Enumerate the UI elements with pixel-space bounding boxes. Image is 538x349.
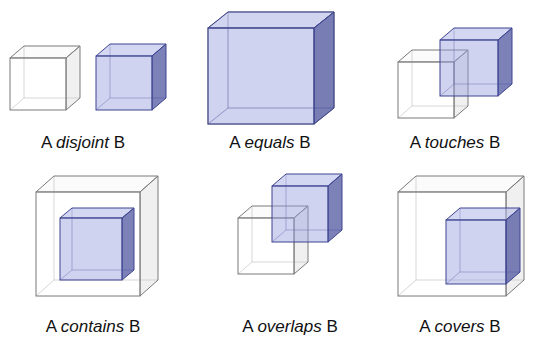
cube-a-side	[140, 176, 158, 296]
cube-a-front	[36, 192, 140, 296]
cube-b-side	[122, 208, 134, 280]
cube-a-top	[398, 176, 524, 192]
relation-caption: A equals B	[229, 133, 310, 153]
relation-caption: A contains B	[46, 317, 141, 337]
cube-a-side	[314, 12, 334, 124]
cube-b-side	[328, 174, 342, 242]
cube-b-side	[498, 28, 512, 96]
cube-b-front	[208, 28, 314, 124]
relation-caption: A disjoint B	[41, 133, 125, 153]
cube-a-side	[506, 176, 524, 296]
relation-caption: A covers B	[419, 317, 500, 337]
cube-b-front	[440, 40, 498, 96]
relation-caption: A touches B	[410, 133, 501, 153]
cube-b-side	[152, 44, 166, 110]
cube-b-side	[314, 12, 334, 124]
cube-a-top	[36, 176, 158, 192]
cube-b-front	[60, 218, 122, 280]
cube-a-front	[208, 28, 314, 124]
cube-b-top	[60, 208, 134, 218]
cube-b-front	[272, 186, 328, 242]
cube-b-top	[208, 12, 334, 28]
relation-caption: A overlaps B	[242, 317, 337, 337]
cube-a-front	[10, 58, 66, 110]
cube-a-top	[208, 12, 334, 28]
cube-b-front	[446, 220, 506, 284]
cube-a-side	[66, 46, 80, 110]
cube-b-side	[506, 208, 520, 284]
cube-b-front	[96, 56, 152, 110]
